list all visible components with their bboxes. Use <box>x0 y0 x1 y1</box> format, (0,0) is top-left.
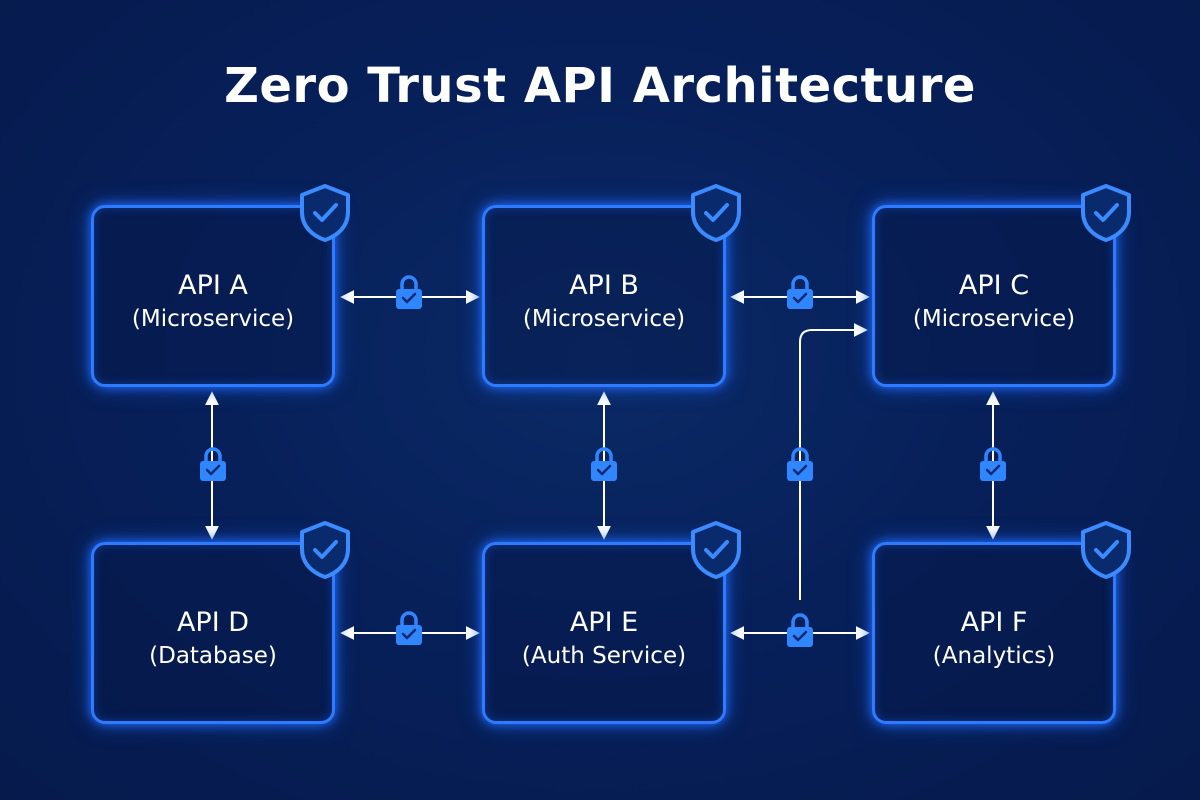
node-api-e[interactable]: API E (Auth Service) <box>482 521 741 724</box>
node-name: API B <box>569 270 639 301</box>
shield-check-icon <box>300 521 350 579</box>
node-api-a[interactable]: API A (Microservice) <box>91 184 350 387</box>
connection-a-b <box>340 275 480 311</box>
shield-check-icon <box>1081 184 1131 242</box>
node-api-b[interactable]: API B (Microservice) <box>482 184 741 387</box>
node-name: API A <box>178 270 248 301</box>
node-name: API C <box>958 270 1030 301</box>
node-api-d[interactable]: API D (Database) <box>91 521 350 724</box>
padlock-check-icon <box>785 613 815 649</box>
node-name: API D <box>176 607 250 638</box>
connection-c-f <box>978 391 1008 540</box>
diagram-title: Zero Trust API Architecture <box>224 58 976 114</box>
node-role: (Analytics) <box>932 643 1056 669</box>
node-api-c[interactable]: API C (Microservice) <box>872 184 1131 387</box>
padlock-check-icon <box>394 275 424 311</box>
connection-e-c <box>785 323 868 600</box>
node-name: API F <box>960 607 1028 638</box>
node-role: (Microservice) <box>912 306 1076 332</box>
node-role: (Microservice) <box>131 306 295 332</box>
padlock-check-icon <box>785 275 815 311</box>
node-name: API E <box>569 607 639 638</box>
node-api-f[interactable]: API F (Analytics) <box>872 521 1131 724</box>
padlock-check-icon <box>394 611 424 647</box>
node-role: (Auth Service) <box>521 643 687 669</box>
connection-b-e <box>589 391 619 540</box>
shield-check-icon <box>1081 521 1131 579</box>
node-role: (Microservice) <box>522 306 686 332</box>
connection-e-f <box>730 613 870 649</box>
connection-b-c <box>730 275 870 311</box>
shield-check-icon <box>691 521 741 579</box>
shield-check-icon <box>691 184 741 242</box>
connection-a-d <box>198 391 228 540</box>
shield-check-icon <box>300 184 350 242</box>
node-role: (Database) <box>149 643 277 669</box>
connection-d-e <box>340 611 480 647</box>
